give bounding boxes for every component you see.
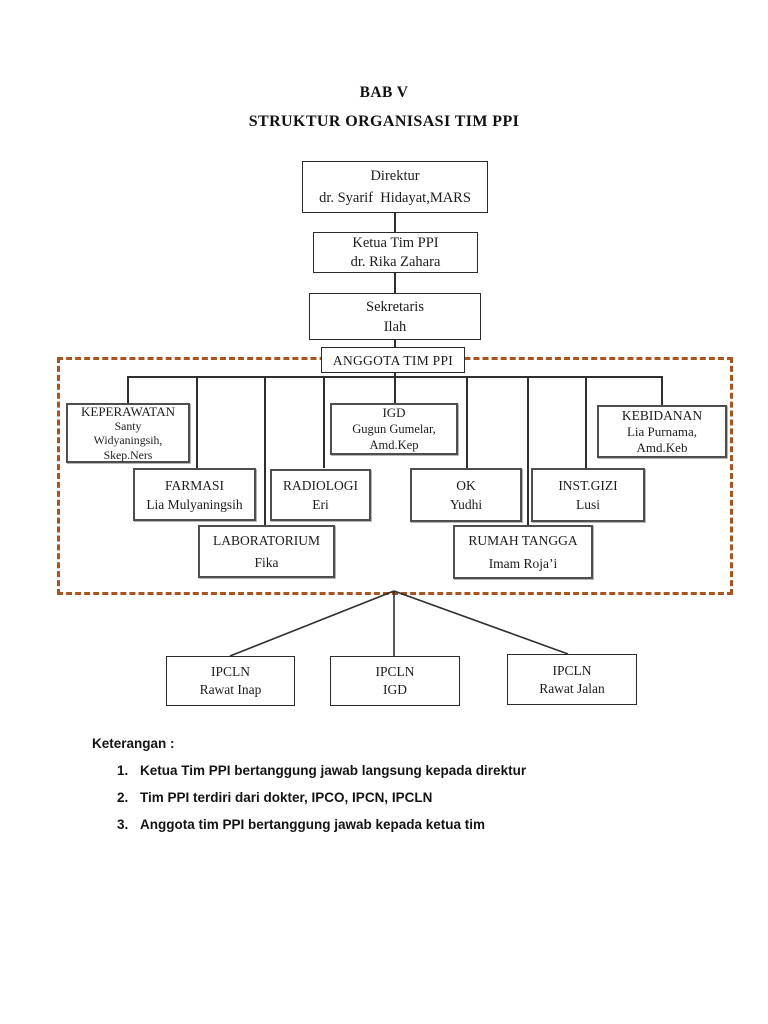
keperawatan-name-3: Skep.Ners bbox=[103, 447, 153, 462]
laboratorium-name: Fika bbox=[254, 555, 279, 570]
keterangan-item-2: 2. Tim PPI terdiri dari dokter, IPCO, IP… bbox=[117, 790, 432, 805]
keterangan-item-3-number: 3. bbox=[117, 817, 129, 832]
ipcln-rawat-jalan-box: IPCLN Rawat Jalan bbox=[507, 654, 637, 705]
igd-title: IGD bbox=[382, 405, 406, 420]
ok-box: OK Yudhi bbox=[410, 468, 522, 522]
inst-gizi-box: INST.GIZI Lusi bbox=[531, 468, 645, 522]
ok-name: Yudhi bbox=[449, 497, 483, 512]
kebidanan-name-2: Amd.Keb bbox=[636, 439, 688, 455]
drop-ok bbox=[466, 376, 468, 468]
keterangan-item-2-number: 2. bbox=[117, 790, 129, 805]
anggota-label: ANGGOTA TIM PPI bbox=[332, 352, 454, 368]
keperawatan-name-2: Widyaningsih, bbox=[93, 433, 163, 448]
connector-direktur-ketua bbox=[394, 213, 396, 232]
laboratorium-title: LABORATORIUM bbox=[212, 533, 320, 548]
ipcln-rawat-inap-title: IPCLN bbox=[210, 664, 250, 679]
keterangan-item-1-number: 1. bbox=[117, 763, 129, 778]
keperawatan-box: KEPERAWATAN Santy Widyaningsih, Skep.Ner… bbox=[66, 403, 190, 463]
inst-gizi-title: INST.GIZI bbox=[558, 478, 618, 493]
sekretaris-box: Sekretaris Ilah bbox=[309, 293, 481, 340]
sekretaris-name: Ilah bbox=[383, 318, 407, 335]
keperawatan-name-1: Santy bbox=[114, 418, 142, 433]
keterangan-item-2-text: Tim PPI terdiri dari dokter, IPCO, IPCN,… bbox=[140, 790, 433, 805]
farmasi-title: FARMASI bbox=[164, 477, 225, 493]
ok-title: OK bbox=[456, 478, 476, 493]
inst-gizi-name: Lusi bbox=[575, 497, 600, 512]
farmasi-name: Lia Mulyaningsih bbox=[146, 496, 243, 512]
ipcln-rawat-jalan-name: Rawat Jalan bbox=[539, 680, 605, 696]
keterangan-item-1-text: Ketua Tim PPI bertanggung jawab langsung… bbox=[140, 763, 527, 778]
chapter-title: BAB V bbox=[359, 84, 409, 101]
page-title: STRUKTUR ORGANISASI TIM PPI bbox=[248, 113, 520, 130]
ipcln-igd-box: IPCLN IGD bbox=[330, 656, 460, 706]
radiologi-box: RADIOLOGI Eri bbox=[270, 469, 371, 521]
ketua-box: Ketua Tim PPI dr. Rika Zahara bbox=[313, 232, 478, 273]
kebidanan-box: KEBIDANAN Lia Purnama, Amd.Keb bbox=[597, 405, 727, 458]
connector-bus bbox=[127, 376, 662, 378]
drop-laboratorium bbox=[264, 376, 266, 525]
keterangan-item-1: 1. Ketua Tim PPI bertanggung jawab langs… bbox=[117, 763, 526, 778]
drop-radiologi bbox=[323, 376, 325, 468]
drop-rumah-tangga bbox=[527, 376, 529, 525]
drop-kebidanan bbox=[661, 376, 663, 405]
rumah-tangga-box: RUMAH TANGGA Imam Roja’i bbox=[453, 525, 593, 579]
sekretaris-title: Sekretaris bbox=[366, 298, 424, 315]
radiologi-name: Eri bbox=[312, 497, 329, 512]
keterangan-item-3-text: Anggota tim PPI bertanggung jawab kepada… bbox=[140, 817, 486, 832]
igd-name-1: Gugun Gumelar, bbox=[352, 422, 436, 436]
igd-name-2: Amd.Kep bbox=[369, 438, 419, 452]
laboratorium-box: LABORATORIUM Fika bbox=[198, 525, 335, 578]
ipcln-rawat-inap-box: IPCLN Rawat Inap bbox=[166, 656, 295, 706]
drop-keperawatan bbox=[127, 376, 129, 403]
direktur-title: Direktur bbox=[370, 168, 420, 184]
connector-ketua-sekretaris bbox=[394, 273, 396, 293]
ipcln-rawat-inap-name: Rawat Inap bbox=[199, 682, 262, 697]
igd-box: IGD Gugun Gumelar, Amd.Kep bbox=[330, 403, 458, 455]
keterangan-heading: Keterangan : bbox=[92, 736, 175, 751]
drop-inst-gizi bbox=[585, 376, 587, 468]
anggota-tim-ppi-box: ANGGOTA TIM PPI bbox=[321, 347, 465, 373]
farmasi-box: FARMASI Lia Mulyaningsih bbox=[133, 468, 256, 521]
ketua-title: Ketua Tim PPI bbox=[352, 234, 439, 251]
kebidanan-name-1: Lia Purnama, bbox=[626, 423, 698, 439]
kebidanan-title: KEBIDANAN bbox=[621, 407, 703, 423]
drop-farmasi bbox=[196, 376, 198, 468]
keterangan-item-3: 3. Anggota tim PPI bertanggung jawab kep… bbox=[117, 817, 485, 832]
fan-connector bbox=[229, 590, 569, 657]
ipcln-igd-title: IPCLN bbox=[375, 664, 415, 679]
keperawatan-title: KEPERAWATAN bbox=[81, 403, 175, 419]
connector-sekretaris-anggota bbox=[394, 340, 396, 347]
ipcln-rawat-jalan-title: IPCLN bbox=[552, 662, 592, 678]
ipcln-igd-name: IGD bbox=[383, 682, 407, 697]
rumah-tangga-name: Imam Roja’i bbox=[488, 555, 558, 571]
direktur-box: Direktur dr. Syarif Hidayat,MARS bbox=[302, 161, 488, 213]
ketua-name: dr. Rika Zahara bbox=[350, 253, 441, 270]
direktur-name: dr. Syarif Hidayat,MARS bbox=[319, 190, 471, 206]
connector-anggota-igd bbox=[394, 373, 396, 403]
radiologi-title: RADIOLOGI bbox=[283, 478, 358, 493]
rumah-tangga-title: RUMAH TANGGA bbox=[468, 533, 578, 549]
